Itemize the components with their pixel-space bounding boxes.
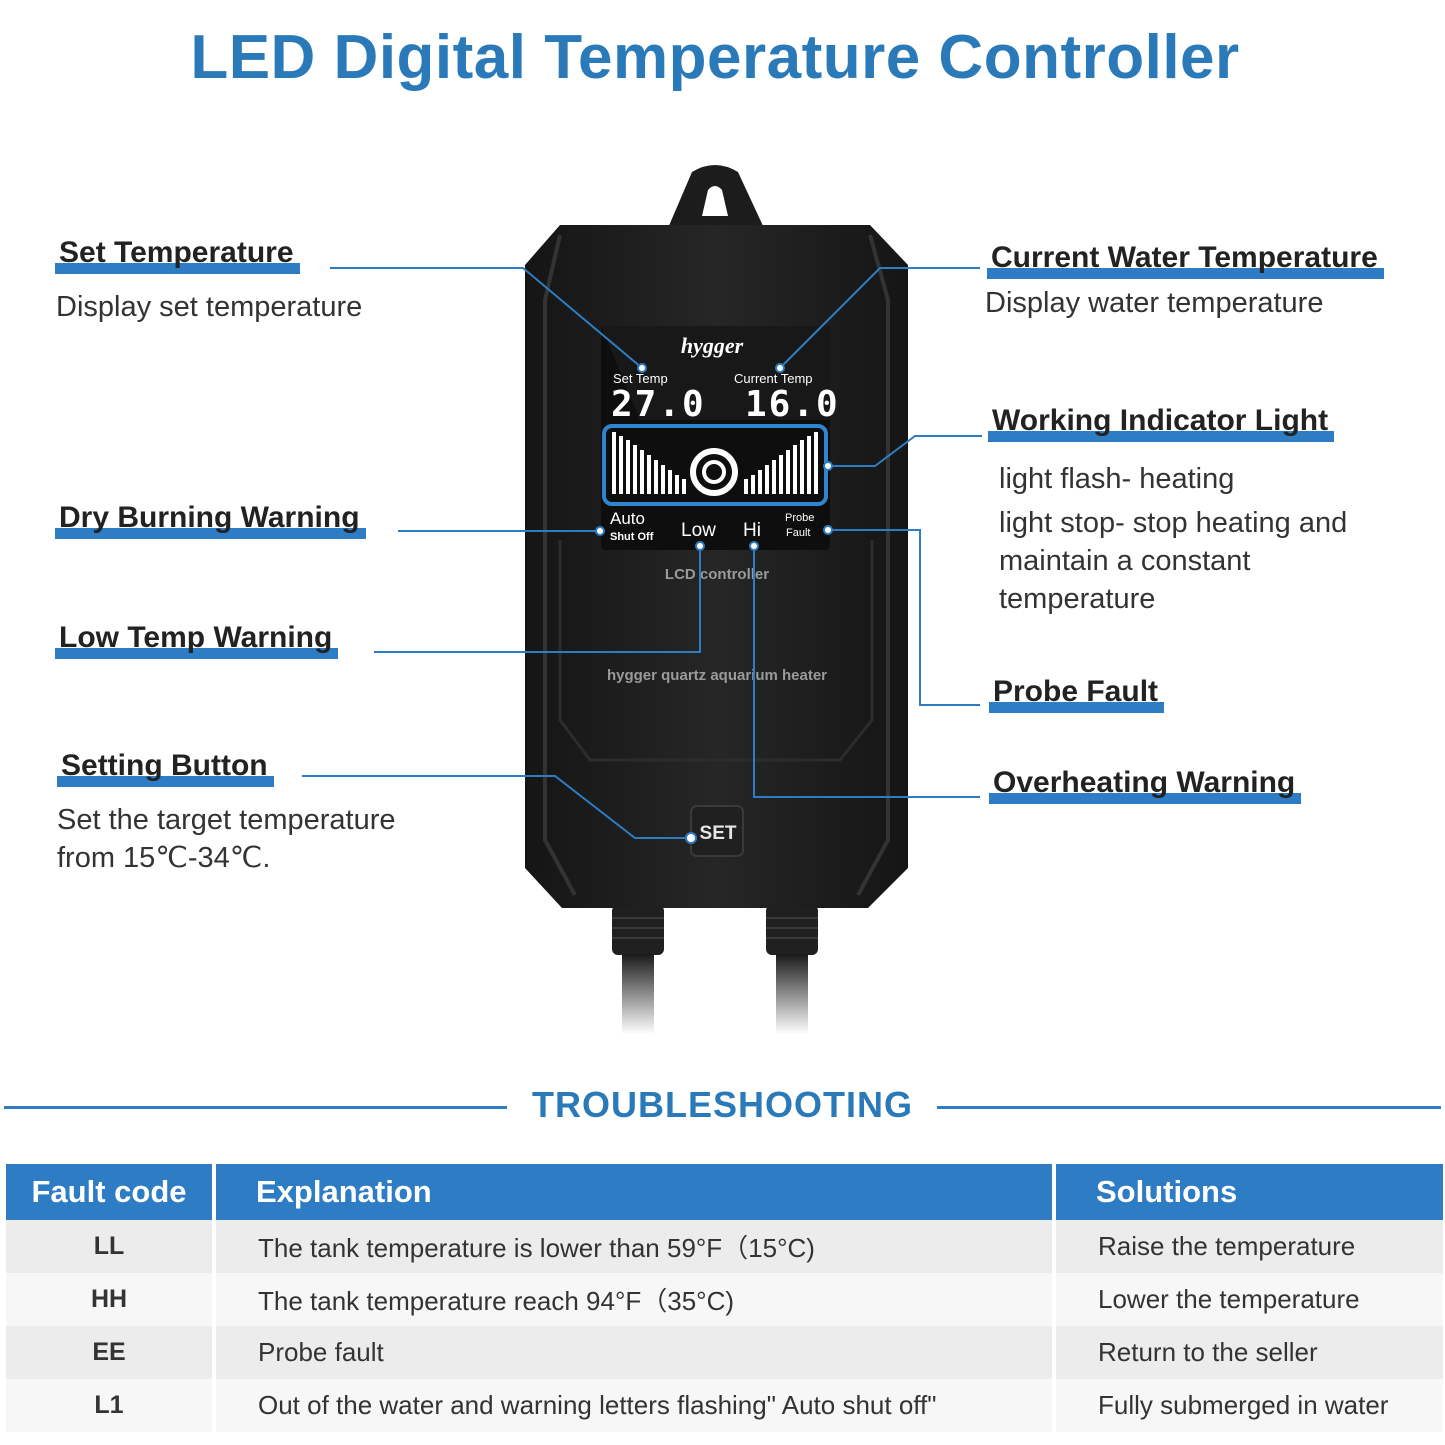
dry-burning-warning-label: Dry Burning Warning [55,503,366,539]
lcd-controller-label: LCD controller [665,566,769,583]
power-cords [612,905,818,1034]
table-row: EE Probe fault Return to the seller [6,1326,1443,1379]
current-water-temperature-label: Current Water Temperature [987,243,1384,279]
solution-cell: Fully submerged in water [1056,1379,1443,1432]
heating-bars-right [744,432,818,494]
working-indicator-light-label: Working Indicator Light [988,406,1335,442]
column-header-solutions: Solutions [1056,1164,1443,1220]
auto-label: Auto [610,509,645,528]
column-header-fault-code: Fault code [6,1164,212,1220]
current-temp-label: Current Temp [734,371,813,386]
troubleshooting-rule-right [937,1106,1441,1109]
table-header-row: Fault code Explanation Solutions [6,1164,1443,1220]
fault-code-cell: HH [6,1273,212,1326]
heater-label: hygger quartz aquarium heater [607,667,827,684]
hanger-tab [668,165,764,228]
working-indicator-light-desc: light flash- heating light stop- stop he… [999,463,1348,615]
low-label: Low [681,520,716,541]
set-temp-label: Set Temp [613,371,668,386]
solution-cell: Raise the temperature [1056,1220,1443,1273]
low-temp-warning-label: Low Temp Warning [55,623,339,659]
fault-code-cell: L1 [6,1379,212,1432]
lcd-display: hygger Set Temp Current Temp 27.0 16.0 A… [601,326,840,550]
heater-ring-icon [690,448,738,496]
fault-label: Fault [786,527,810,539]
solution-cell: Lower the temperature [1056,1273,1443,1326]
heating-bars-left [612,432,686,494]
probe-fault-label: Probe Fault [989,677,1165,713]
shut-off-label: Shut Off [610,531,654,543]
set-temperature-desc: Display set temperature [56,291,363,323]
troubleshooting-rule-left [4,1106,507,1109]
probe-label: Probe [785,512,814,524]
solution-cell: Return to the seller [1056,1326,1443,1379]
explanation-cell: Out of the water and warning letters fla… [216,1379,1052,1432]
table-row: L1 Out of the water and warning letters … [6,1379,1443,1432]
callout-dots [595,363,833,844]
set-temperature-label: Set Temperature [55,238,300,274]
set-temp-value: 27.0 [611,384,706,425]
set-button[interactable]: SET [690,805,744,857]
page-title: LED Digital Temperature Controller [190,23,1240,92]
explanation-cell: The tank temperature is lower than 59°F（… [216,1220,1052,1273]
fault-code-table: Fault code Explanation Solutions LL The … [2,1164,1445,1432]
table-row: LL The tank temperature is lower than 59… [6,1220,1443,1273]
explanation-cell: The tank temperature reach 94°F（35°C) [216,1273,1052,1326]
callout-lines [302,267,982,839]
hi-label: Hi [743,520,761,541]
explanation-cell: Probe fault [216,1326,1052,1379]
setting-button-desc: Set the target temperature from 15℃-34℃. [57,804,396,874]
setting-button-label: Setting Button [57,751,274,787]
brand-logo: hygger [681,333,744,358]
current-water-temperature-desc: Display water temperature [985,287,1324,319]
current-temp-value: 16.0 [745,384,840,425]
table-row: HH The tank temperature reach 94°F（35°C)… [6,1273,1443,1326]
column-header-explanation: Explanation [216,1164,1052,1220]
fault-code-cell: LL [6,1220,212,1273]
set-button-label: SET [700,823,737,844]
temperature-controller-device: hygger Set Temp Current Temp 27.0 16.0 A… [302,165,982,1034]
troubleshooting-heading: TROUBLESHOOTING [532,1084,913,1125]
fault-code-cell: EE [6,1326,212,1379]
overheating-warning-label: Overheating Warning [989,768,1302,804]
